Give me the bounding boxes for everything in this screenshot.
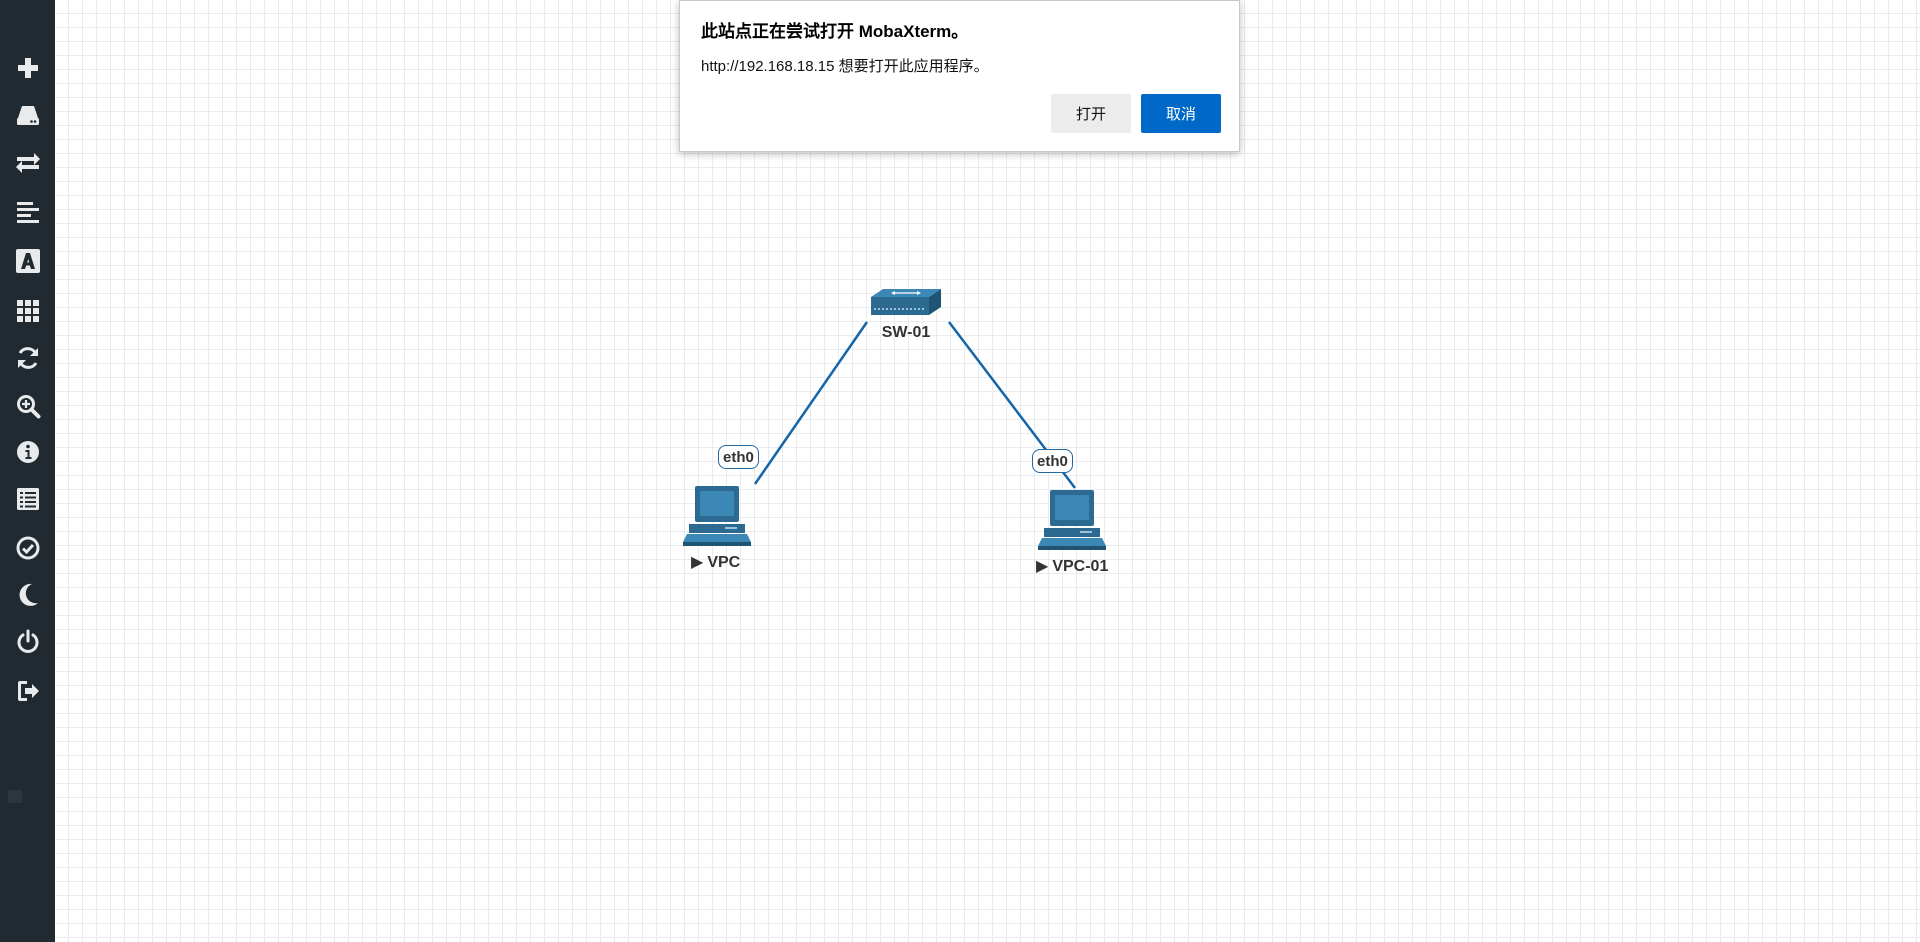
node-label-sw01: SW-01 bbox=[881, 324, 931, 341]
font-icon bbox=[15, 249, 40, 273]
pc-icon bbox=[683, 486, 751, 546]
plus-icon bbox=[17, 58, 38, 78]
list-icon bbox=[16, 488, 39, 510]
open-button[interactable]: 打开 bbox=[1051, 94, 1131, 133]
node-vpc[interactable]: ▶VPC bbox=[681, 484, 761, 574]
lab-details-button[interactable] bbox=[0, 434, 55, 470]
pc-icon bbox=[1038, 490, 1106, 550]
startup-configs-button[interactable] bbox=[0, 194, 55, 230]
close-lab-button[interactable] bbox=[0, 673, 55, 709]
node-label-vpc01: ▶VPC-01 bbox=[1036, 556, 1108, 576]
play-icon[interactable]: ▶ bbox=[691, 554, 704, 571]
labs-button[interactable] bbox=[0, 481, 55, 517]
node-name-vpc01: VPC-01 bbox=[1052, 558, 1109, 575]
open-app-dialog: 此站点正在尝试打开 MobaXterm。 http://192.168.18.1… bbox=[679, 0, 1240, 152]
power-icon bbox=[17, 629, 38, 653]
sidebar-collapse-handle[interactable] bbox=[8, 790, 22, 803]
link-sw01-vpc[interactable] bbox=[753, 321, 869, 485]
refresh-button[interactable] bbox=[0, 340, 55, 376]
lock-button[interactable] bbox=[0, 530, 55, 566]
power-button[interactable] bbox=[0, 624, 55, 660]
zoom-button[interactable] bbox=[0, 388, 55, 424]
dark-mode-button[interactable] bbox=[0, 577, 55, 613]
node-name-vpc: VPC bbox=[707, 554, 741, 571]
text-button[interactable] bbox=[0, 243, 55, 279]
info-icon bbox=[16, 441, 39, 463]
interface-label-vpc[interactable]: eth0 bbox=[718, 445, 759, 469]
sign-out-icon bbox=[17, 681, 39, 701]
add-object-button[interactable] bbox=[0, 50, 55, 86]
node-label-vpc: ▶VPC bbox=[691, 552, 740, 572]
exchange-icon bbox=[15, 153, 40, 173]
networks-button[interactable] bbox=[0, 145, 55, 181]
check-circle-icon bbox=[16, 536, 39, 560]
sidebar bbox=[0, 0, 55, 942]
refresh-icon bbox=[17, 347, 38, 369]
align-left-icon bbox=[16, 202, 39, 223]
nodes-button[interactable] bbox=[0, 97, 55, 133]
layout-button[interactable] bbox=[0, 292, 55, 328]
play-icon[interactable]: ▶ bbox=[1036, 558, 1049, 575]
zoom-icon bbox=[16, 395, 40, 419]
grid-icon bbox=[16, 300, 39, 322]
node-sw01[interactable]: SW-01 bbox=[869, 287, 943, 347]
dialog-title: 此站点正在尝试打开 MobaXterm。 bbox=[701, 22, 969, 41]
cancel-button[interactable]: 取消 bbox=[1141, 94, 1221, 133]
hdd-icon bbox=[16, 106, 39, 125]
moon-icon bbox=[19, 583, 38, 606]
interface-label-vpc01[interactable]: eth0 bbox=[1032, 449, 1073, 473]
switch-icon bbox=[871, 289, 941, 315]
topology-canvas[interactable]: SW-01 ▶VPC ▶VPC-01 eth0 eth0 bbox=[55, 0, 1920, 942]
dialog-message: http://192.168.18.15 想要打开此应用程序。 bbox=[701, 58, 989, 75]
node-vpc01[interactable]: ▶VPC-01 bbox=[1036, 488, 1122, 578]
